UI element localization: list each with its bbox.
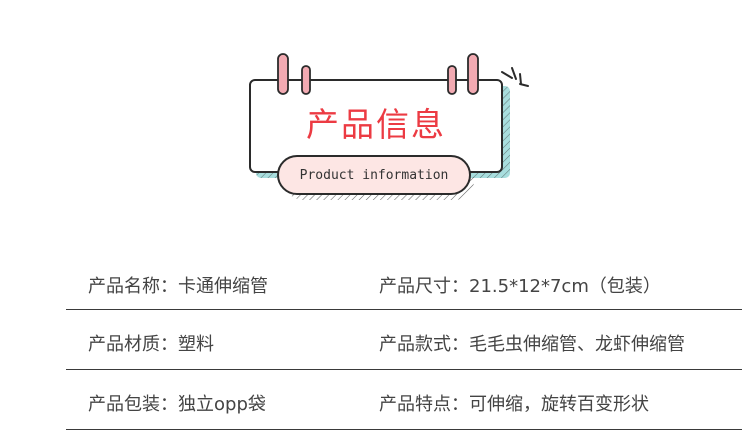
- spec-value: 塑料: [178, 334, 214, 355]
- spec-value: 毛毛虫伸缩管、龙虾伸缩管: [469, 334, 685, 355]
- spec-row: 产品材质：塑料 产品款式：毛毛虫伸缩管、龙虾伸缩管: [66, 310, 742, 370]
- spec-value: 卡通伸缩管: [178, 276, 268, 297]
- spec-label: 产品特点：: [379, 394, 469, 415]
- spec-label: 产品材质：: [88, 334, 178, 355]
- spec-features: 产品特点：可伸缩，旋转百变形状: [379, 390, 649, 416]
- spec-table: 产品名称：卡通伸缩管 产品尺寸：21.5*12*7cm（包装） 产品材质：塑料 …: [66, 252, 742, 430]
- section-subtitle: Product information: [299, 168, 449, 183]
- sparkle-icon: [501, 67, 529, 87]
- spec-row: 产品包装：独立opp袋 产品特点：可伸缩，旋转百变形状: [66, 370, 742, 430]
- subtitle-pill: [277, 155, 471, 195]
- spec-material: 产品材质：塑料: [88, 330, 214, 356]
- spec-packaging: 产品包装：独立opp袋: [88, 390, 266, 416]
- spec-label: 产品款式：: [379, 334, 469, 355]
- spec-size: 产品尺寸：21.5*12*7cm（包装）: [379, 272, 661, 298]
- spec-row: 产品名称：卡通伸缩管 产品尺寸：21.5*12*7cm（包装）: [66, 252, 742, 310]
- info-banner: 产品信息 Product information: [0, 0, 750, 215]
- section-title: 产品信息: [306, 105, 446, 144]
- spec-style: 产品款式：毛毛虫伸缩管、龙虾伸缩管: [379, 330, 685, 356]
- spec-value: 可伸缩，旋转百变形状: [469, 394, 649, 415]
- spec-label: 产品尺寸：: [379, 276, 469, 297]
- notepad-illustration: [249, 53, 529, 200]
- spec-value: 独立opp袋: [178, 394, 266, 415]
- spec-name: 产品名称：卡通伸缩管: [88, 272, 268, 298]
- spec-label: 产品名称：: [88, 276, 178, 297]
- spec-label: 产品包装：: [88, 394, 178, 415]
- spec-value: 21.5*12*7cm（包装）: [469, 276, 661, 297]
- ring-binder-icon: [277, 53, 479, 95]
